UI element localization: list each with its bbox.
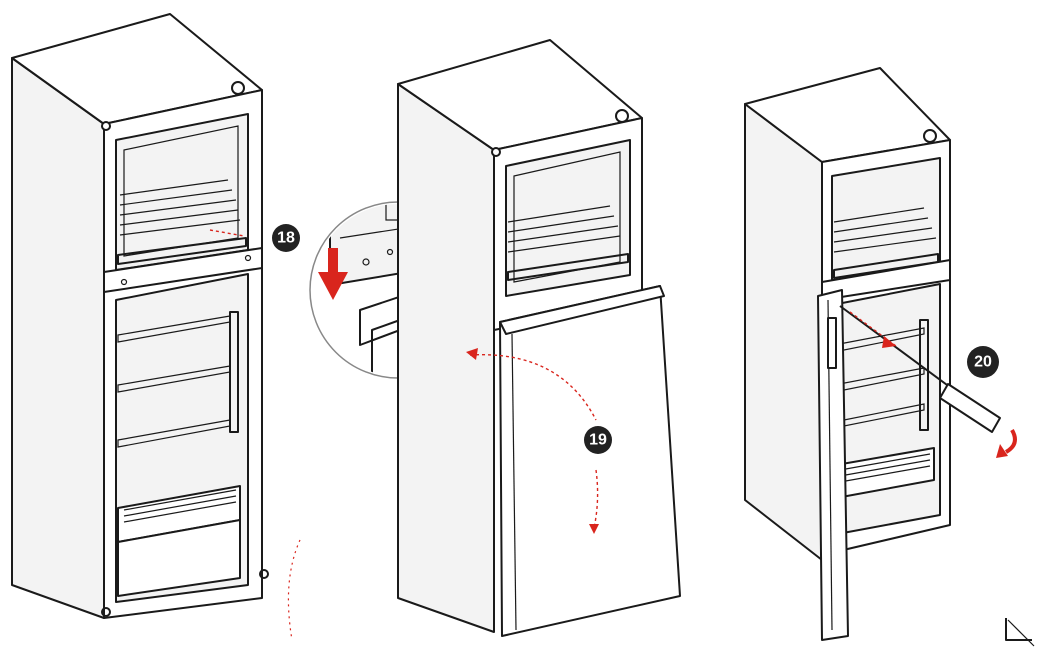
step-20-label: 20 xyxy=(974,354,992,371)
step-18-label: 18 xyxy=(277,230,295,247)
screwdriver-icon xyxy=(839,305,1001,433)
step-18-badge: 18 xyxy=(272,224,300,252)
fridge-middle xyxy=(397,39,681,637)
step-19-label: 19 xyxy=(589,432,607,449)
next-panel-corner xyxy=(1005,618,1035,647)
step-20-badge: 20 xyxy=(967,346,999,378)
fridge-left xyxy=(11,13,301,641)
step-19-badge: 19 xyxy=(584,426,612,454)
rotate-arrow-icon xyxy=(996,429,1017,458)
arrow-down-icon xyxy=(318,248,348,300)
freezer-shelf-middle xyxy=(507,205,629,281)
fridge-right xyxy=(744,67,951,641)
crisper-grille xyxy=(123,489,237,523)
freezer-shelf xyxy=(117,179,247,265)
